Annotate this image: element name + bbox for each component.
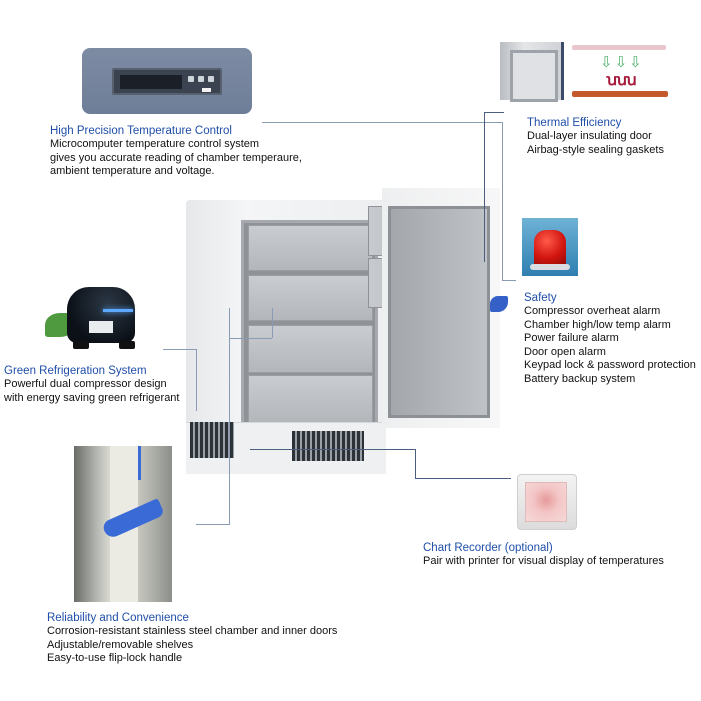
feature-title: Green Refrigeration System [4, 365, 147, 377]
connector-line [163, 349, 197, 350]
connector-line [229, 338, 272, 339]
connector-line [502, 122, 503, 280]
compressor-foot [119, 341, 135, 349]
connector-line [196, 524, 230, 525]
feature-line: Powerful dual compressor design [4, 378, 167, 390]
flip-lock-handle-icon [490, 296, 508, 312]
feature-line: Dual-layer insulating door [527, 130, 652, 142]
alarm-beacon-image [522, 218, 578, 276]
handle-strip [138, 446, 141, 480]
feature-title: Reliability and Convenience [47, 612, 189, 624]
compressor-body [67, 287, 135, 343]
controller-panel-image [82, 48, 252, 114]
feature-line: Battery backup system [524, 372, 636, 385]
outer-door-open [382, 188, 500, 428]
door-panel [388, 206, 490, 418]
front-vent [292, 431, 364, 461]
cold-plate-icon [572, 45, 666, 50]
feature-reliability: Reliability and Convenience Corrosion-re… [47, 611, 337, 666]
freezer-image [186, 188, 508, 474]
inner-door [248, 325, 373, 373]
controller-button [188, 76, 194, 82]
feature-line: Power failure alarm [524, 332, 619, 344]
light-streak [103, 309, 133, 312]
warm-plate-icon [572, 91, 668, 97]
feature-chart-recorder: Chart Recorder (optional) Pair with prin… [423, 541, 664, 569]
compressor-image [45, 283, 150, 353]
controller-key-slot [202, 88, 211, 92]
connector-line [196, 349, 197, 411]
connector-line [502, 280, 516, 281]
feature-title: Safety [524, 292, 557, 304]
feature-title: Thermal Efficiency [527, 117, 622, 129]
connector-line [250, 449, 416, 450]
feature-green-refrigeration: Green Refrigeration System Powerful dual… [4, 364, 179, 405]
connector-line [415, 449, 416, 479]
feature-temperature-control: High Precision Temperature Control Micro… [50, 124, 302, 179]
feature-line: Door open alarm [524, 345, 606, 358]
feature-line: Compressor overheat alarm [524, 305, 661, 317]
controller-bezel [112, 68, 222, 95]
inner-door [248, 375, 373, 423]
chart-recorder-image [517, 474, 577, 530]
feature-line: Keypad lock & password protection [524, 359, 696, 371]
connector-line [484, 112, 485, 262]
heat-waves-icon: ꭒꭒꭒ [606, 72, 637, 89]
feature-title: Chart Recorder (optional) [423, 542, 553, 554]
freezer-chamber [241, 220, 378, 426]
connector-line [272, 308, 273, 338]
freezer-cabinet [186, 200, 386, 474]
thermal-efficiency-image: ⇩⇩⇩ ꭒꭒꭒ [500, 42, 670, 102]
feature-line: with energy saving green refrigerant [4, 391, 180, 404]
alarm-base [530, 264, 570, 270]
feature-line: Microcomputer temperature control system [50, 138, 260, 150]
chart-paper-icon [525, 482, 567, 522]
controller-button [198, 76, 204, 82]
connector-line [229, 308, 230, 524]
connector-line [262, 122, 502, 123]
connector-line [484, 112, 504, 113]
feature-line: Airbag-style sealing gaskets [527, 143, 664, 156]
compressor-label [89, 321, 113, 333]
feature-line: Adjustable/removable shelves [47, 638, 194, 651]
side-vent [190, 422, 234, 458]
feature-line: gives you accurate reading of chamber te… [50, 151, 302, 164]
feature-line: Pair with printer for visual display of … [423, 555, 664, 567]
feature-safety: Safety Compressor overheat alarm Chamber… [524, 291, 696, 386]
handle-photo [74, 446, 172, 602]
feature-title: High Precision Temperature Control [50, 125, 232, 137]
controller-button [208, 76, 214, 82]
connector-line [415, 478, 511, 479]
down-arrows-icon: ⇩⇩⇩ [600, 54, 644, 71]
feature-thermal-efficiency: Thermal Efficiency Dual-layer insulating… [527, 116, 664, 157]
feature-line: Chamber high/low temp alarm [524, 318, 671, 331]
alarm-light-icon [534, 230, 566, 266]
shelf-compartment [248, 225, 373, 271]
feature-line: Easy-to-use flip-lock handle [47, 652, 183, 664]
compressor-foot [73, 341, 89, 349]
insulated-door-icon [500, 42, 564, 102]
feature-line: Corrosion-resistant stainless steel cham… [47, 625, 338, 637]
shelf-compartment [248, 275, 373, 321]
feature-line: ambient temperature and voltage. [50, 165, 215, 177]
lcd-display [120, 75, 182, 89]
